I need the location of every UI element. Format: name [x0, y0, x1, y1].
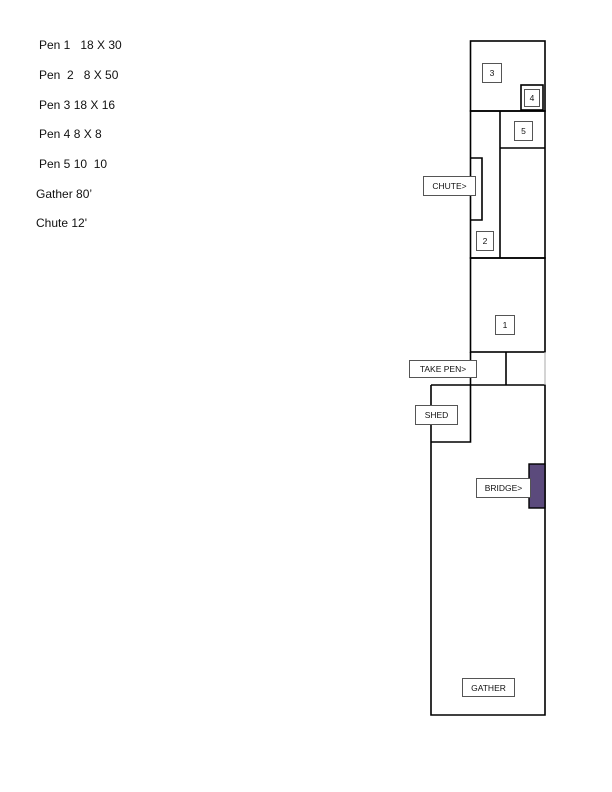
gather-label: GATHER: [462, 678, 515, 697]
chute-label: CHUTE>: [423, 176, 476, 196]
legend-gather: Gather 80’: [36, 187, 93, 201]
pen-4-label: 4: [524, 89, 540, 107]
pen-2-label: 2: [476, 231, 494, 251]
legend-chute: Chute 12': [36, 216, 87, 230]
gather-outline: [430, 384, 546, 716]
pen-3-label: 3: [482, 63, 502, 83]
pen-1-outline: [469, 257, 546, 353]
pen-4-outline: [520, 84, 544, 111]
legend-pen-2: Pen 2 8 X 50: [39, 68, 119, 82]
legend-pen-5: Pen 5 10 10: [39, 157, 108, 171]
shed-outline: [431, 385, 472, 443]
pen-5-label: 5: [514, 121, 533, 141]
chute-bump: [470, 157, 483, 221]
take-pen-label: TAKE PEN>: [409, 360, 477, 378]
bridge-block: [528, 463, 546, 509]
shed-label: SHED: [415, 405, 458, 425]
legend-pen-3: Pen 3 18 X 16: [39, 98, 116, 112]
legend-pen-1: Pen 1 18 X 30: [39, 38, 122, 52]
legend-pen-4: Pen 4 8 X 8: [39, 127, 102, 141]
pen-1-label: 1: [495, 315, 515, 335]
bridge-label: BRIDGE>: [476, 478, 531, 498]
